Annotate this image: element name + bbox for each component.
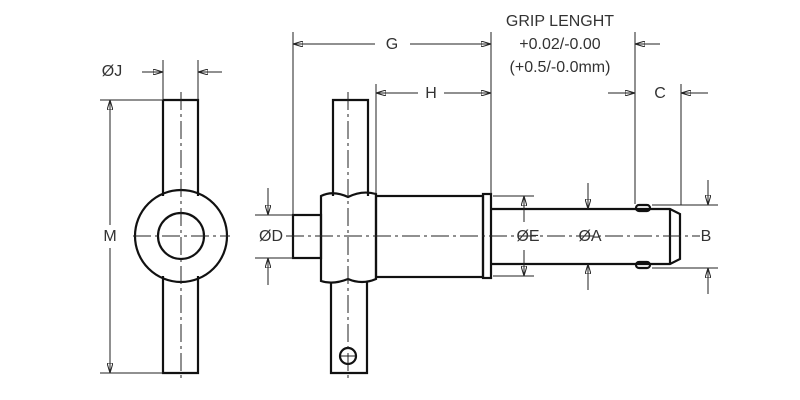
- grip-tolerance-mm: (+0.5/-0.0mm): [510, 59, 611, 76]
- grip-length-title: GRIP LENGHT: [506, 13, 614, 30]
- dim-d-label: ØD: [259, 228, 283, 245]
- dim-j-label: ØJ: [102, 63, 122, 80]
- hub: [319, 191, 378, 284]
- dim-m-label: M: [103, 228, 116, 245]
- dim-b-label: B: [701, 228, 712, 245]
- dim-g-label: G: [386, 36, 398, 53]
- dim-e-label: ØE: [516, 228, 539, 245]
- dim-h-label: H: [425, 85, 437, 102]
- side-view: G H GRIP LENGHT +0.02/-0.00 (+0.5/-0.0mm…: [255, 13, 718, 382]
- dim-a-label: ØA: [578, 228, 601, 245]
- ball-top: [634, 203, 652, 213]
- dim-c-label: C: [654, 85, 666, 102]
- handle-bottom: [161, 276, 200, 375]
- end-view: M ØJ: [100, 60, 230, 380]
- handle-upper: [331, 98, 370, 196]
- grip-tolerance-inch: +0.02/-0.00: [519, 36, 601, 53]
- handle-lower: [329, 281, 369, 375]
- ball-bottom: [634, 260, 652, 270]
